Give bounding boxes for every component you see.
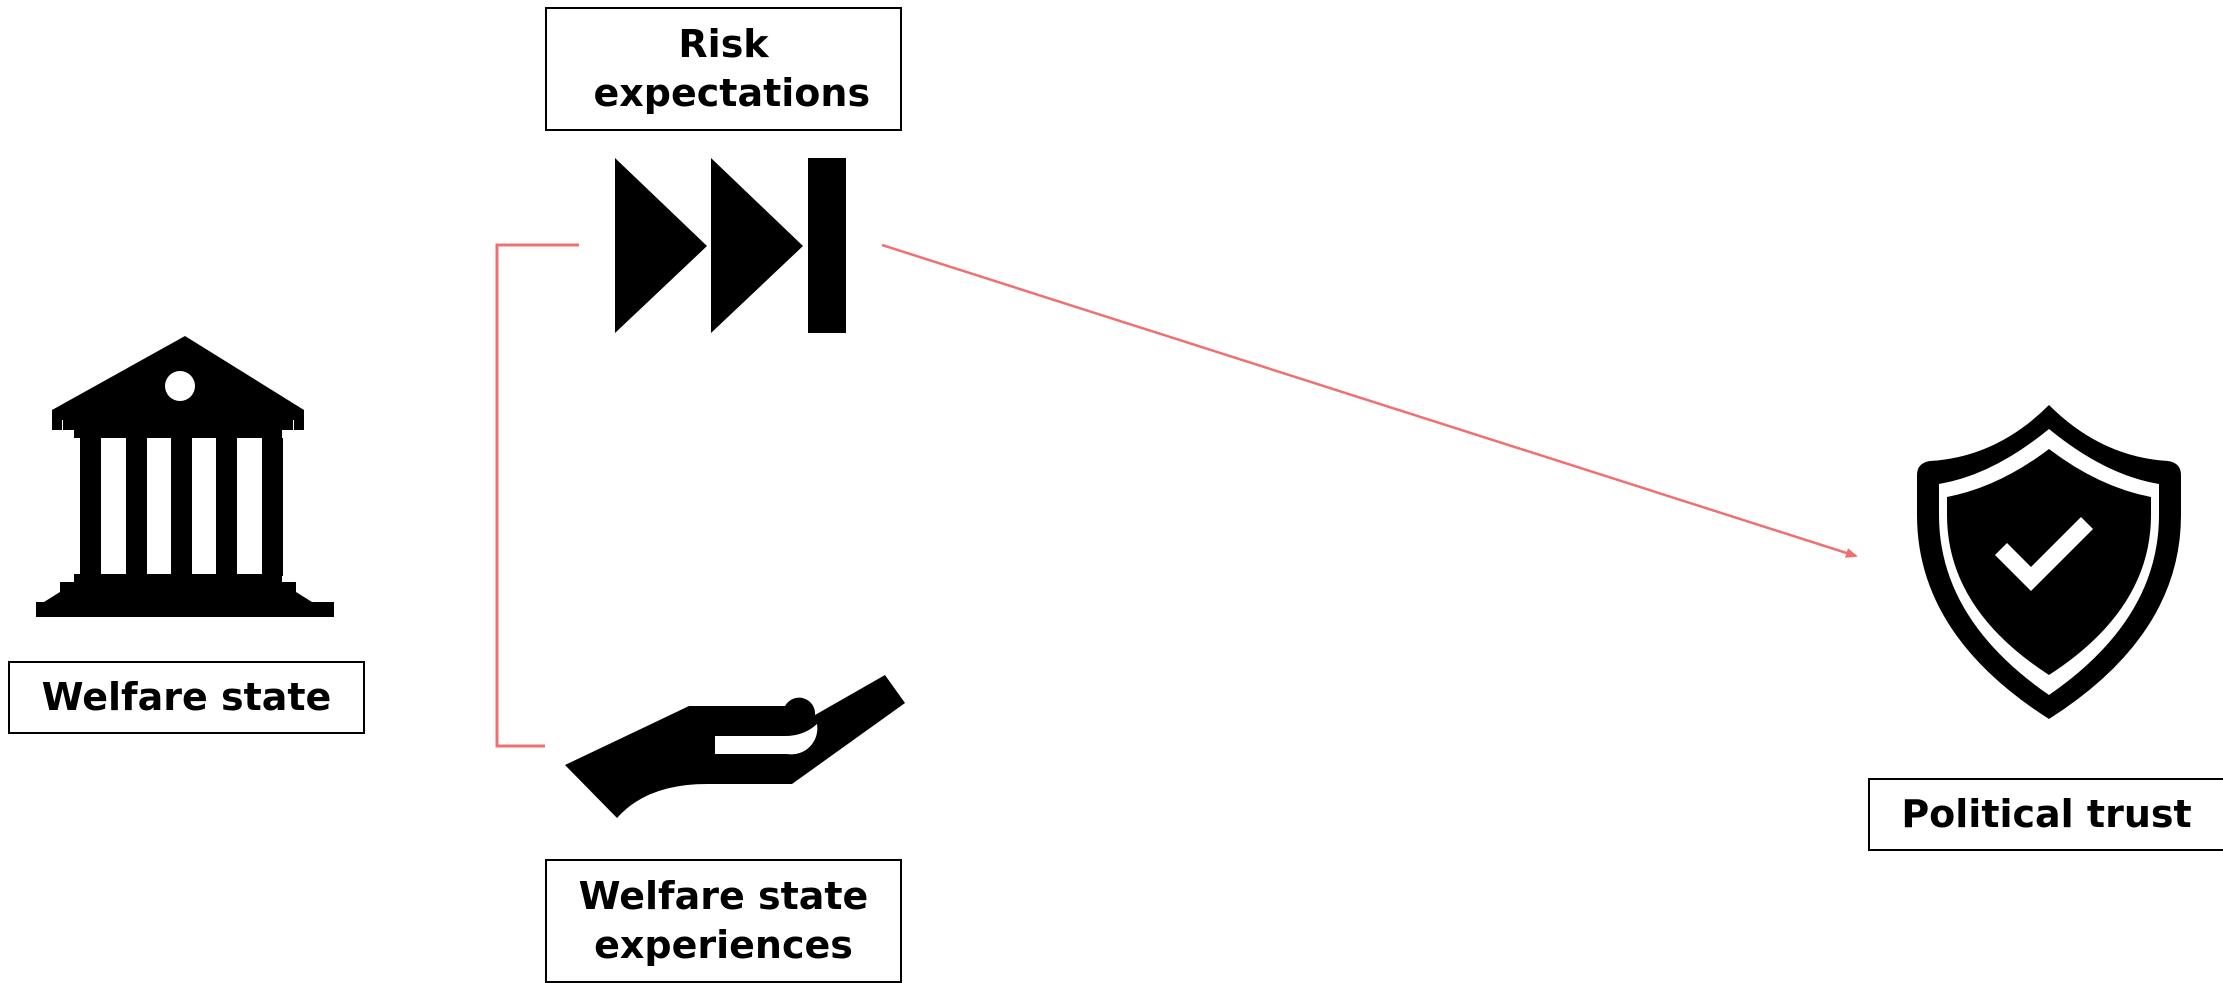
welfare-state-label: Welfare state [8,661,365,734]
risk-expectations-text: Risk expectations [593,21,871,115]
government-building-icon [36,336,334,617]
political-trust-label: Political trust [1868,778,2223,851]
welfare-state-text: Welfare state [41,674,332,719]
shield-check-icon [1917,405,2181,719]
open-hand-icon [565,675,905,818]
arrow-to-political-trust [881,243,1858,558]
bracket-connector [495,243,579,748]
welfare-state-experiences-label: Welfare state experiences [545,859,902,983]
risk-expectations-label: Risk expectations [545,7,902,131]
fast-forward-skip-icon [615,158,846,333]
political-trust-text: Political trust [1901,791,2192,836]
welfare-state-experiences-text: Welfare state experiences [578,873,869,967]
